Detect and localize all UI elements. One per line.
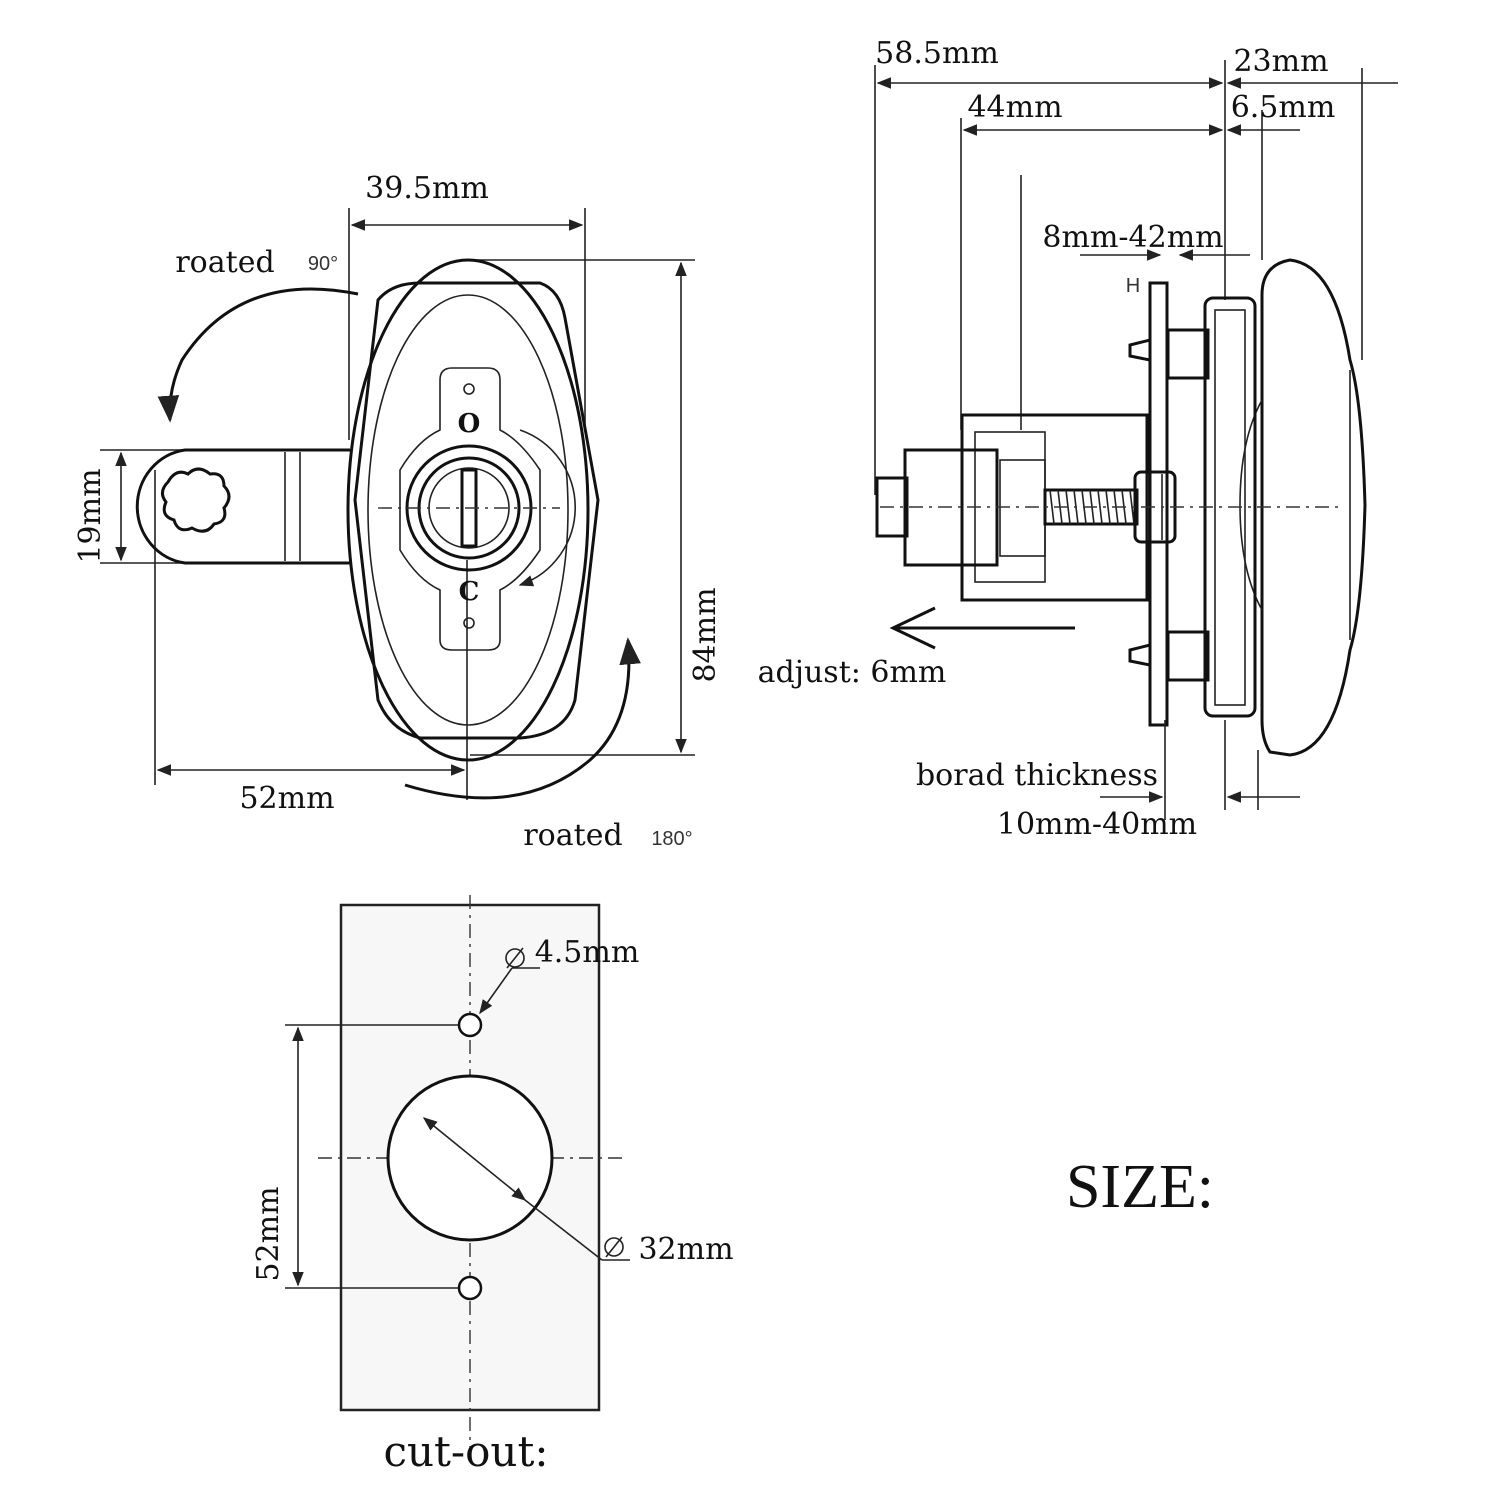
board-label: borad thickness [916,758,1158,793]
letter-c-mark: C [459,577,480,607]
flange-label: 6.5mm [1231,90,1336,125]
height-label: 84mm [688,587,723,682]
head-label: 23mm [1233,44,1328,79]
side-view: 58.5mm 44mm 23mm 6.5mm 8mm-42mm H [758,36,1398,842]
rotate-bottom-text: roated [523,818,622,853]
adjust-range-label: 8mm-42mm [1042,220,1223,255]
width-label: 39.5mm [365,171,489,206]
body-label: 44mm [967,90,1062,125]
overall-label: 58.5mm [875,36,999,71]
spacing-label: 52mm [251,1186,286,1281]
lock-housing: O C [346,258,600,762]
adjust-arrow: adjust: 6mm [758,606,1075,690]
hole-large-label: 32mm [638,1232,733,1267]
rotate-top-deg: 90° [308,253,338,275]
rotation-arrow-90: roated 90° [157,245,359,423]
front-view: 39.5mm 84mm 19mm 52mm [73,171,723,853]
arm-length-label: 52mm [239,781,334,816]
cam-arm [135,448,350,565]
adjust-label: adjust: 6mm [758,655,947,690]
cutout-view: 4.5mm 32mm 52mm cut-out: [251,895,734,1476]
hole-small-label: 4.5mm [535,935,640,970]
page-title: SIZE: [1066,1153,1214,1221]
h-mark: H [1126,275,1140,297]
cutout-title: cut-out: [383,1427,548,1476]
board-range-label: 10mm-40mm [997,807,1197,842]
rotate-top-text: roated [175,245,274,280]
rotate-bottom-deg: 180° [651,828,692,850]
arm-height-label: 19mm [73,468,108,563]
letter-o-mark: O [458,409,481,439]
rotation-arrow-180: roated 180° [404,637,693,853]
